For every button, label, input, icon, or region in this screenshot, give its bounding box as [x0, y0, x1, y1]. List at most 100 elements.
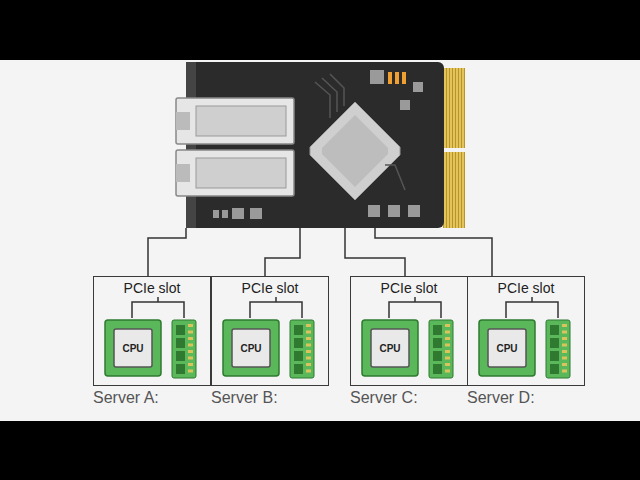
ram-module [546, 320, 570, 378]
slot-label: PCIe slot [94, 280, 210, 296]
qsfp-cage [176, 98, 294, 196]
server-label: Server B: [211, 389, 278, 407]
ram-chip [433, 351, 442, 361]
cpu-die [488, 329, 526, 367]
bottom-bar [0, 421, 640, 480]
ram-pin [306, 331, 311, 334]
asic-chip [310, 102, 400, 200]
cpu-package [362, 320, 418, 376]
ram-pin [306, 344, 311, 347]
cpu-die [371, 329, 409, 367]
ram-chip [550, 338, 559, 348]
ram-pin [562, 337, 567, 340]
ram-pin [306, 357, 311, 360]
ram-chip [294, 338, 303, 348]
server-internals [132, 297, 570, 378]
edge-connector [443, 152, 465, 228]
ram-chip [294, 351, 303, 361]
cpu-package [223, 320, 279, 376]
bracket-line [531, 297, 533, 302]
ram-pin [445, 357, 450, 360]
ram-pin [445, 350, 450, 353]
ram-pin [188, 357, 193, 360]
server-label: Server C: [350, 389, 418, 407]
slot-label: PCIe slot [351, 280, 467, 296]
bracket-line [389, 302, 441, 318]
ram-chip [550, 325, 559, 335]
ram-pin [188, 344, 193, 347]
top-bar [0, 0, 640, 60]
cpu-die [114, 329, 152, 367]
ram-pin [445, 337, 450, 340]
server-box: PCIe slotServer B:CPU [211, 276, 329, 386]
ram-pin [562, 370, 567, 373]
ram-chip [550, 351, 559, 361]
cpu-package [479, 320, 535, 376]
wires [148, 228, 492, 276]
cpu-die [232, 329, 270, 367]
ram-pin [562, 350, 567, 353]
bracket [186, 62, 196, 228]
cpu-chip: CPU [222, 319, 280, 377]
slot-label: PCIe slot [468, 280, 584, 296]
ram-chip [176, 364, 185, 374]
server-box: PCIe slotServer D:CPU [467, 276, 585, 386]
ram-module [290, 320, 314, 378]
ram-pin [188, 370, 193, 373]
cpu-label: CPU [495, 343, 518, 354]
ram-module [172, 320, 196, 378]
ram-pin [188, 324, 193, 327]
ram-pin [306, 363, 311, 366]
ram-chip [433, 325, 442, 335]
network-card [186, 62, 444, 228]
ram-pin [445, 344, 450, 347]
ram-chip [176, 351, 185, 361]
ram-pin [445, 363, 450, 366]
ram-chip [294, 325, 303, 335]
ram-pin [562, 344, 567, 347]
cpu-label: CPU [121, 343, 144, 354]
ram-pin [188, 337, 193, 340]
ram-module [429, 320, 453, 378]
bracket-line [157, 297, 159, 302]
slot-label: PCIe slot [212, 280, 328, 296]
cpu-label: CPU [239, 343, 262, 354]
bracket-line [132, 302, 184, 318]
bracket-line [250, 302, 302, 318]
cpu-chip: CPU [478, 319, 536, 377]
ram-pin [188, 350, 193, 353]
ram-pin [445, 331, 450, 334]
ram-pin [562, 324, 567, 327]
server-label: Server A: [93, 389, 159, 407]
cpu-package [105, 320, 161, 376]
ram-chip [176, 338, 185, 348]
ram-chip [433, 364, 442, 374]
ram-pin [188, 363, 193, 366]
ram-chip [550, 364, 559, 374]
ram-pin [562, 331, 567, 334]
server-box: PCIe slotServer A:CPU [93, 276, 211, 386]
traces [315, 74, 405, 190]
bracket-line [275, 297, 277, 302]
server-label: Server D: [467, 389, 535, 407]
ram-chip [176, 325, 185, 335]
ram-pin [306, 324, 311, 327]
ram-pin [306, 370, 311, 373]
cpu-label: CPU [378, 343, 401, 354]
server-box: PCIe slotServer C:CPU [350, 276, 468, 386]
ram-pin [562, 363, 567, 366]
bracket-line [414, 297, 416, 302]
edge-connector [443, 68, 465, 148]
ram-pin [306, 337, 311, 340]
ram-pin [306, 350, 311, 353]
bracket-line [506, 302, 558, 318]
ram-chip [433, 338, 442, 348]
cpu-chip: CPU [104, 319, 162, 377]
ram-pin [188, 331, 193, 334]
ram-pin [562, 357, 567, 360]
ram-pin [445, 324, 450, 327]
components [213, 70, 423, 219]
cpu-chip: CPU [361, 319, 419, 377]
